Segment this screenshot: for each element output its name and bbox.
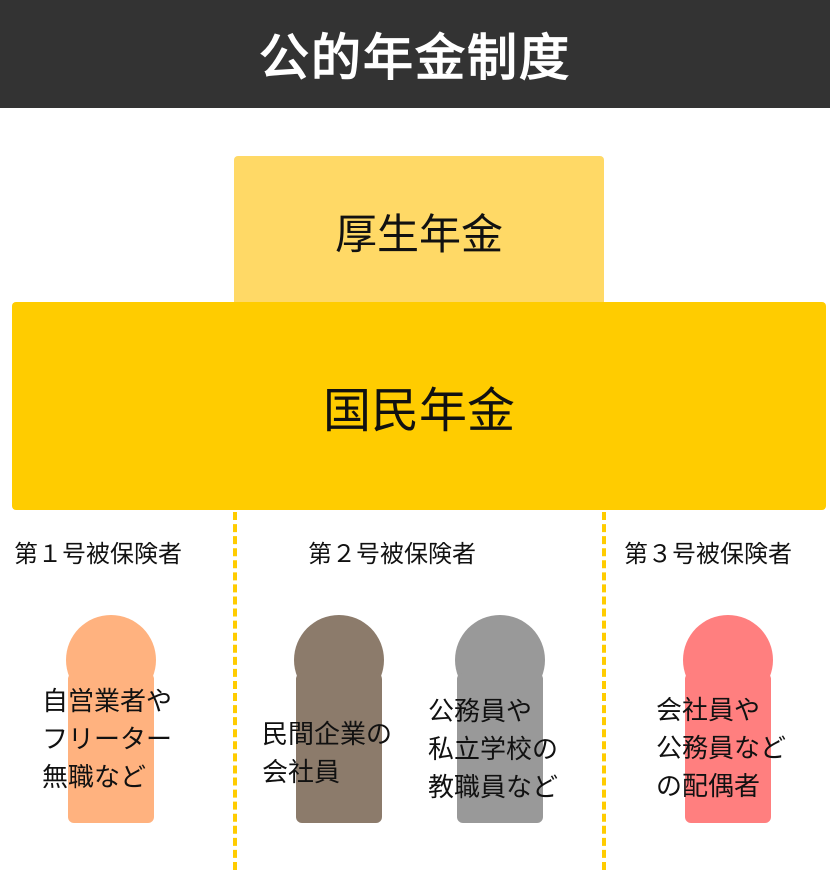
kosei-nenkin-box: 厚生年金	[234, 156, 604, 306]
page-title: 公的年金制度	[0, 0, 830, 108]
person-description-2: 民間企業の 会社員	[262, 720, 393, 788]
category-label-3: 第３号被保険者	[624, 540, 792, 568]
category-label-2: 第２号被保険者	[308, 540, 476, 568]
person-body	[296, 673, 382, 823]
person-body	[685, 673, 771, 823]
person-body	[68, 673, 154, 823]
kokumin-nenkin-box: 国民年金	[12, 302, 826, 510]
kokumin-nenkin-label: 国民年金	[322, 383, 515, 439]
kosei-nenkin-label: 厚生年金	[334, 209, 503, 259]
person-description-3: 公務員や 私立学校の 教職員など	[428, 697, 559, 803]
category-label-1: 第１号被保険者	[14, 540, 182, 568]
person-description-1: 自営業者や フリーター 無職など	[42, 687, 173, 793]
category-divider-2	[602, 512, 606, 870]
category-divider-1	[233, 512, 237, 870]
person-description-4: 会社員や 公務員など の配偶者	[656, 696, 787, 802]
person-body	[457, 673, 543, 823]
